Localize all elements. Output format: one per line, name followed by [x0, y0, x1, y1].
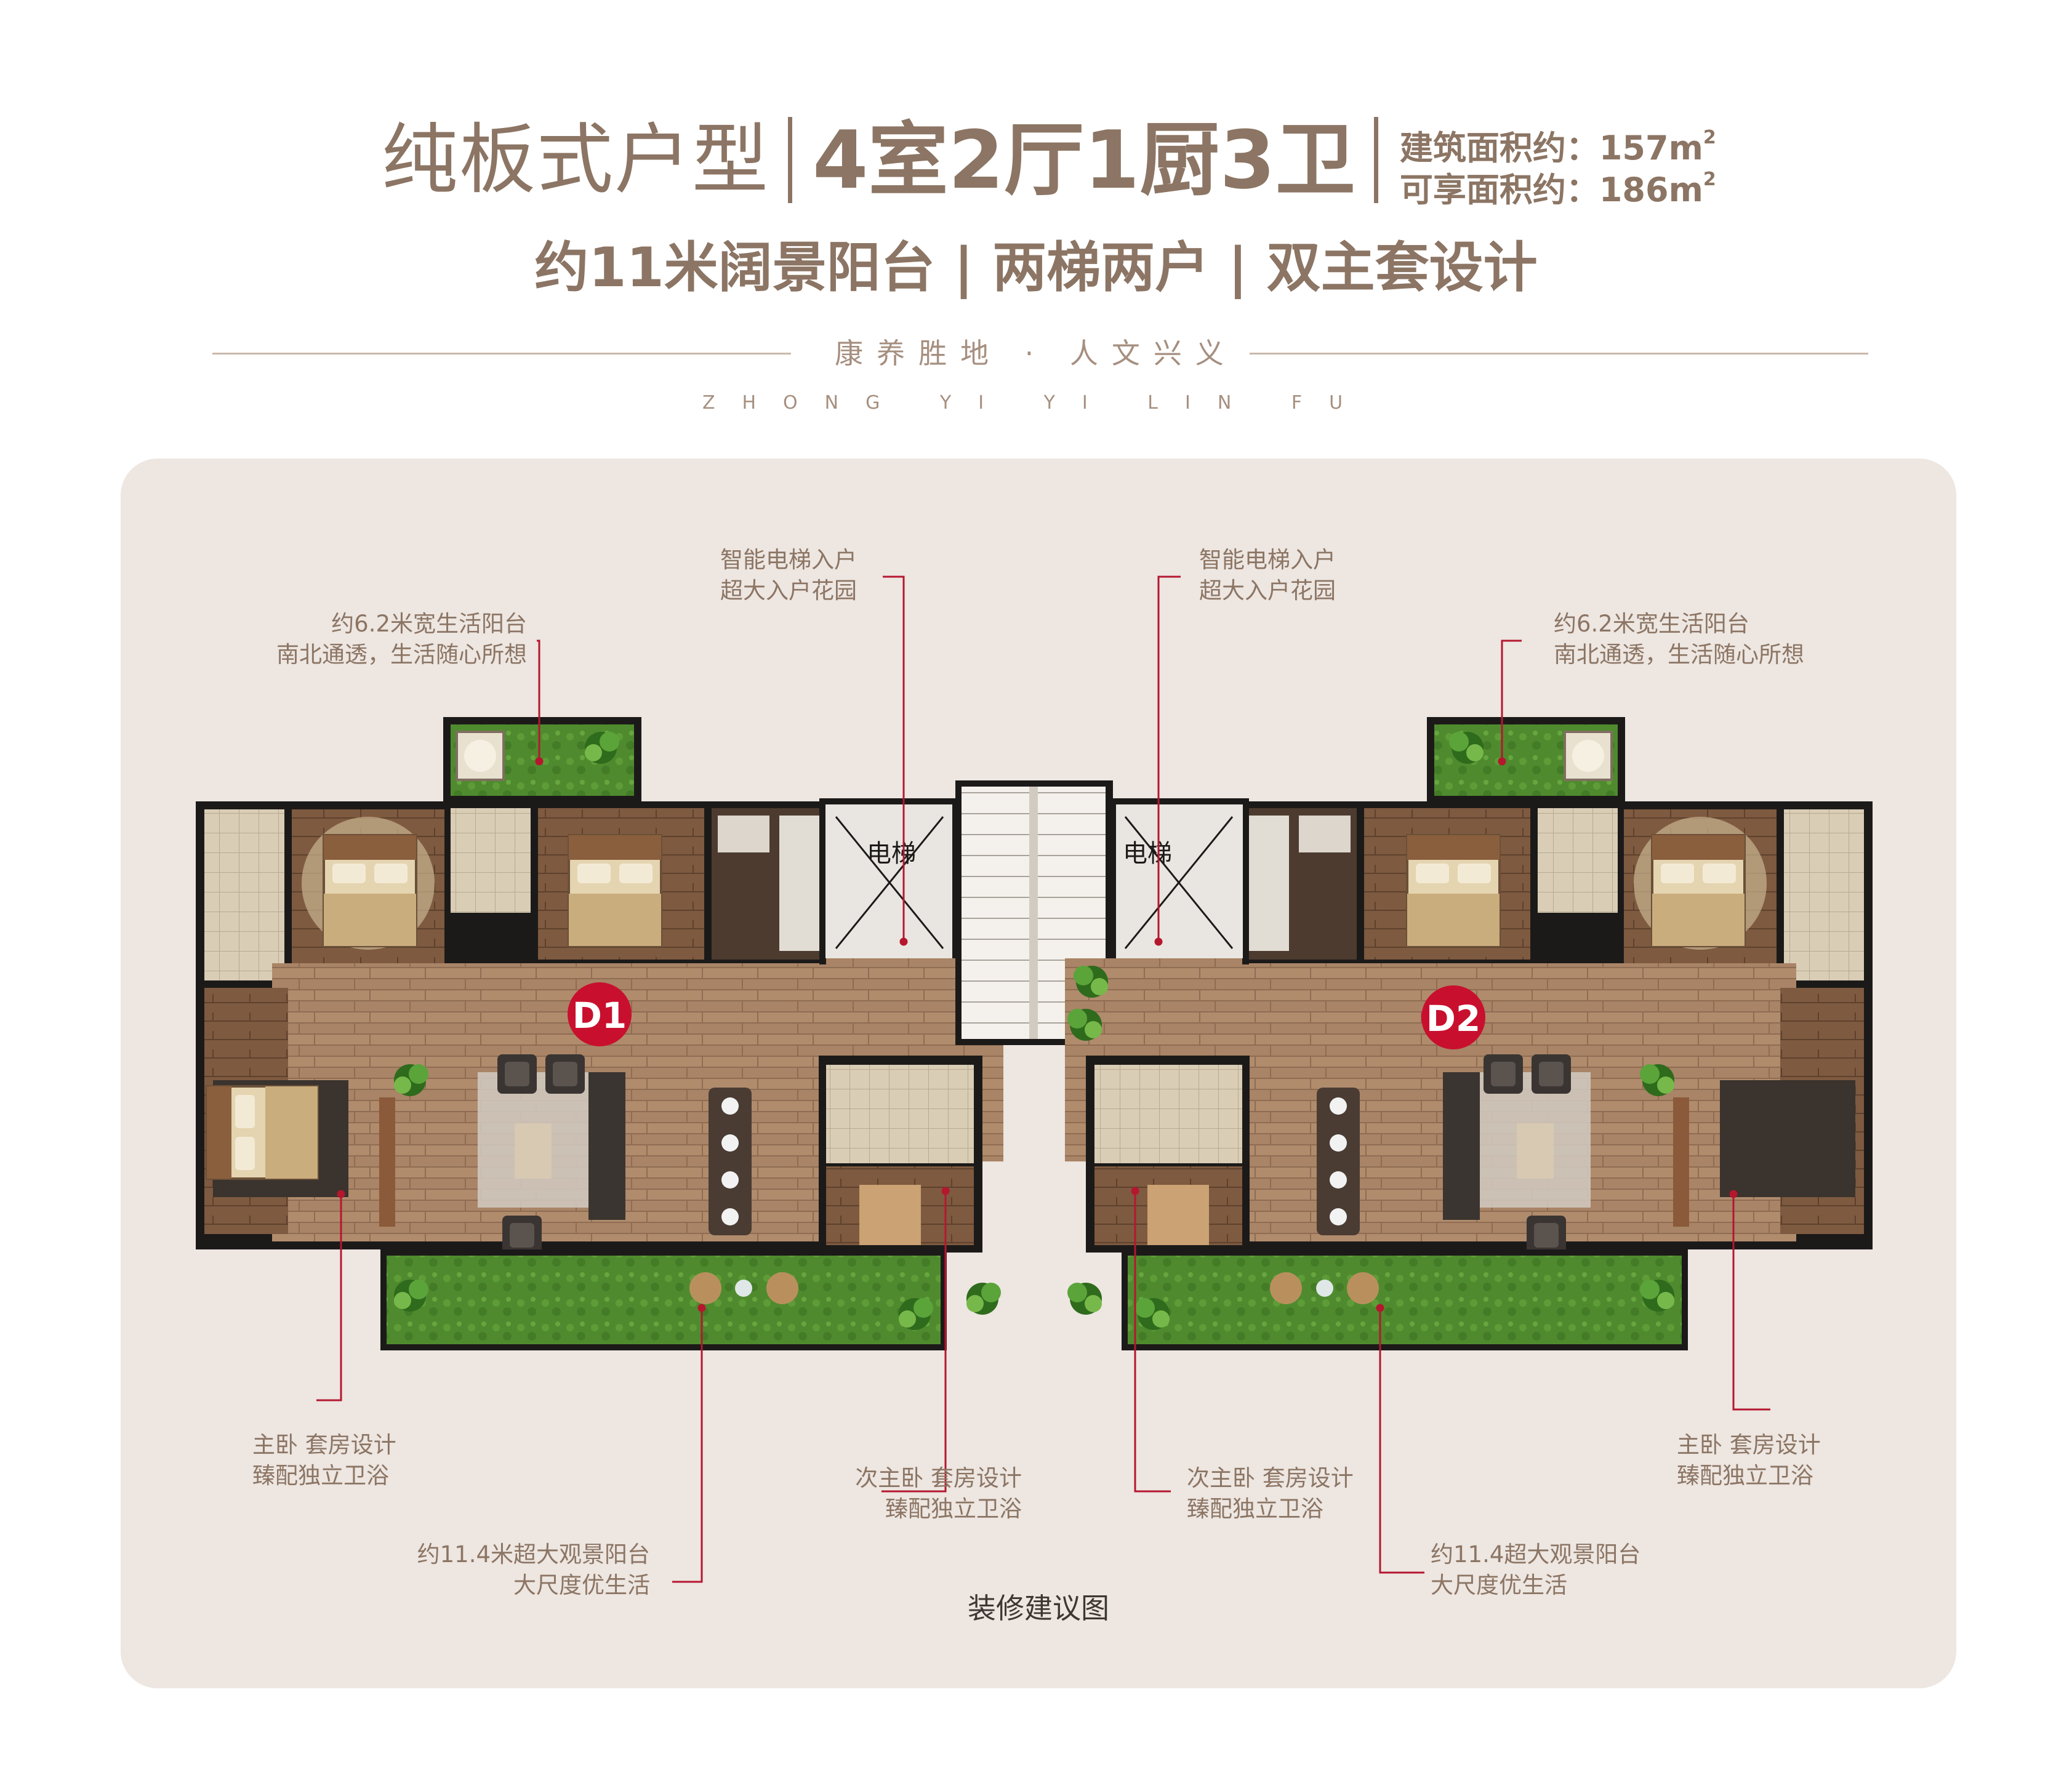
- plan-caption: 装修建议图: [968, 1592, 1109, 1625]
- leader-master-left: [316, 1194, 342, 1401]
- callout-view-right: 约11.4超大观景阳台大尺度优生活: [1431, 1539, 1640, 1601]
- south-balcony-d1: [387, 1256, 941, 1344]
- unit-badge-d1: [568, 982, 632, 1046]
- unit-d2: [1065, 717, 1873, 1350]
- title-divider: [1373, 117, 1378, 203]
- leader-second-left: [881, 1191, 947, 1493]
- slogan: 康养胜地 · 人文兴义: [835, 337, 1237, 370]
- callout-line: 臻配独立卫浴: [1187, 1496, 1323, 1522]
- leader-second-right: [1134, 1191, 1171, 1493]
- callout-second-left: 次主卧 套房设计臻配独立卫浴: [733, 1463, 1022, 1525]
- leader-view-left: [672, 1308, 703, 1583]
- building-area-sup: 2: [1703, 127, 1716, 148]
- elevator-label-d2: 电梯: [1123, 840, 1172, 868]
- slogan-rule-left: [212, 353, 791, 355]
- callout-second-right: 次主卧 套房设计臻配独立卫浴: [1187, 1463, 1354, 1525]
- bathroom-d1-north: [451, 808, 531, 913]
- callout-line: 约6.2米宽生活阳台: [1554, 611, 1749, 637]
- callout-elevator-left: 智能电梯入户超大入户花园: [720, 545, 857, 606]
- unit-badge-d2: [1421, 985, 1485, 1049]
- callout-master-left: 主卧 套房设计臻配独立卫浴: [252, 1430, 396, 1491]
- title-divider: [788, 117, 793, 203]
- leader-view-right: [1379, 1308, 1424, 1574]
- enjoy-area: 可享面积约：186m2: [1400, 159, 1716, 211]
- callout-line: 臻配独立卫浴: [885, 1496, 1022, 1522]
- bathroom-d1-suite: [826, 1065, 974, 1163]
- callout-balcony-left: 约6.2米宽生活阳台南北通透，生活随心所想: [244, 609, 527, 670]
- callout-line: 超大入户花园: [1199, 577, 1336, 604]
- unit-label-d2: D2: [1426, 998, 1481, 1040]
- slogan-rule-right: [1250, 353, 1868, 355]
- callout-line: 约11.4米超大观景阳台: [417, 1541, 650, 1568]
- callout-leader-lines: [316, 575, 1770, 1583]
- callout-line: 约6.2米宽生活阳台: [331, 611, 527, 637]
- leader-balcony-left: [537, 639, 540, 761]
- callout-line: 智能电梯入户: [1199, 547, 1336, 573]
- callout-line: 主卧 套房设计: [1677, 1432, 1821, 1458]
- layout-title: 4室2厅1厨3卫: [813, 113, 1355, 207]
- bathroom-d1-west: [204, 809, 284, 980]
- callout-line: 大尺度优生活: [1431, 1572, 1567, 1598]
- pinyin-subtitle: ZHONG YI YI LIN FU: [702, 392, 1370, 414]
- building-area-text: 建筑面积约：157m: [1399, 129, 1703, 167]
- enjoy-area-sup: 2: [1703, 169, 1716, 190]
- callout-line: 主卧 套房设计: [252, 1432, 396, 1458]
- page-header: 纯板式户型 4室2厅1厨3卫 建筑面积约：157m2 可享面积约：186m2 约…: [0, 0, 2072, 431]
- callout-master-right: 主卧 套房设计臻配独立卫浴: [1677, 1430, 1821, 1491]
- callout-line: 臻配独立卫浴: [252, 1462, 389, 1489]
- callout-line: 南北通透，生活随心所想: [276, 641, 527, 668]
- enjoy-area-text: 可享面积约：186m: [1399, 170, 1703, 209]
- callout-line: 大尺度优生活: [513, 1572, 650, 1598]
- unit-d1: D1 电梯: [196, 717, 1003, 1350]
- leader-elevator-right: [1157, 575, 1181, 942]
- building-area: 建筑面积约：157m2: [1400, 117, 1716, 169]
- callout-line: 次主卧 套房设计: [855, 1465, 1022, 1491]
- callout-line: 智能电梯入户: [720, 547, 857, 573]
- callout-line: 约11.4超大观景阳台: [1431, 1541, 1641, 1568]
- callout-elevator-right: 智能电梯入户超大入户花园: [1199, 545, 1336, 606]
- callout-line: 南北通透，生活随心所想: [1554, 641, 1804, 668]
- callout-line: 臻配独立卫浴: [1677, 1462, 1813, 1489]
- leader-master-right: [1732, 1194, 1770, 1411]
- floor-plan-drawing: D1 电梯: [196, 575, 1873, 1583]
- unit-label-d1: D1: [572, 995, 627, 1036]
- callout-line: 超大入户花园: [720, 577, 857, 604]
- leader-balcony-right: [1501, 639, 1522, 761]
- leader-elevator-left: [883, 575, 905, 942]
- floor-plan-panel: D1 电梯: [121, 459, 1956, 1688]
- feature-line: 约11米阔景阳台 | 两梯两户 | 双主套设计: [534, 236, 1538, 299]
- callout-balcony-right: 约6.2米宽生活阳台南北通透，生活随心所想: [1554, 609, 1804, 670]
- elevator-label-d1: 电梯: [867, 840, 916, 868]
- callout-view-left: 约11.4米超大观景阳台大尺度优生活: [367, 1539, 650, 1601]
- house-type-title: 纯板式户型: [382, 116, 770, 204]
- callout-line: 次主卧 套房设计: [1187, 1465, 1354, 1491]
